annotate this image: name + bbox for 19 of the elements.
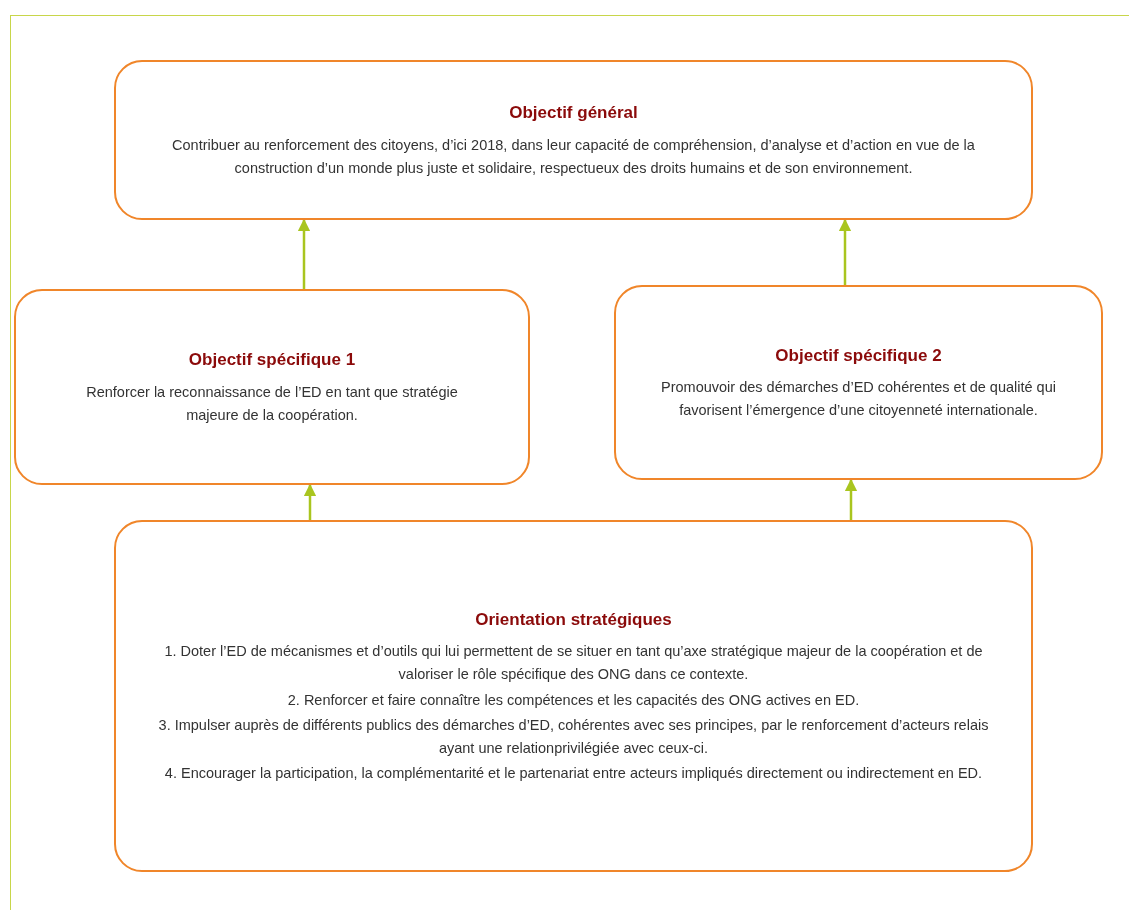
arrow bbox=[303, 483, 317, 520]
box-text: Promouvoir des démarches d’ED cohérentes et de qualité qui favorisent l’émergence d’une citoyenneté internationale. bbox=[660, 378, 1057, 421]
arrow bbox=[838, 218, 852, 285]
box-heading: Objectif général bbox=[509, 102, 638, 125]
objective-box bbox=[114, 520, 1033, 872]
arrow bbox=[844, 478, 858, 520]
arrow bbox=[297, 218, 311, 289]
box-heading: Objectif spécifique 2 bbox=[775, 344, 942, 367]
box-text: 2. Renforcer et faire connaître les compétences et les capacités des ONG actives en ED. bbox=[287, 690, 860, 710]
box-heading: Orientation stratégiques bbox=[475, 608, 672, 631]
box-text: 1. Doter l’ED de mécanismes et d’outils qui lui permettent de se situer en tant qu’axe stratégique majeur de la coopération et de valoriser le rôle spécifique des ONG dans ce contexte. bbox=[163, 642, 984, 685]
box-text: Contribuer au renforcement des citoyens, d’ici 2018, dans leur capacité de compréhension, d’analyse et d’action en vue de la construction d’un monde plus juste et solidaire, respectueux des droits humains et de son environnement. bbox=[171, 135, 976, 178]
box-text: 3. Impulser auprès de différents publics des démarches d’ED, cohérentes avec ses principes, par le renforcement d’acteurs relais ayant une relationprivilégiée avec ceux-ci. bbox=[157, 715, 990, 758]
box-heading: Objectif spécifique 1 bbox=[188, 349, 356, 372]
objective-box bbox=[614, 285, 1103, 480]
box-text: 4. Encourager la participation, la complémentarité et le partenariat entre acteurs impliqués directement ou indirectement en ED. bbox=[164, 764, 983, 784]
box-text: Renforcer la reconnaissance de l’ED en tant que stratégie majeure de la coopération. bbox=[85, 382, 459, 425]
objective-box bbox=[14, 289, 530, 485]
objective-box bbox=[114, 60, 1033, 220]
